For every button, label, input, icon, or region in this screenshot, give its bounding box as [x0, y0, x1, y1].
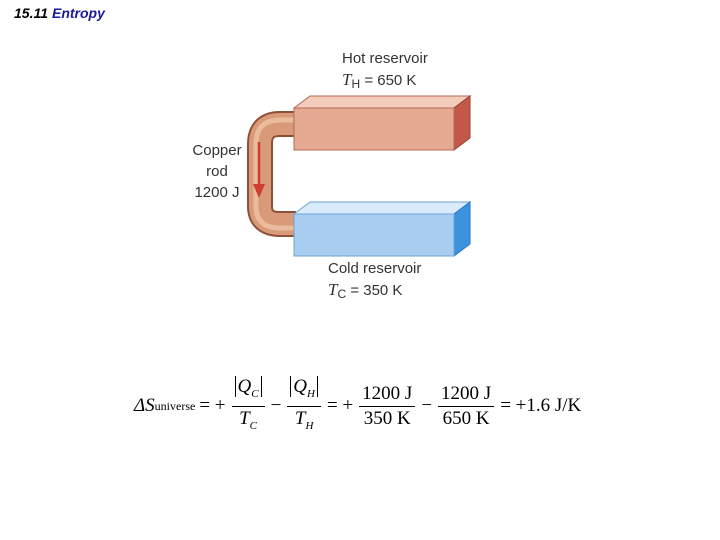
cold-numeric-fraction: 1200 J 350 K: [359, 382, 415, 431]
hot-reservoir-name: Hot reservoir: [342, 48, 428, 69]
hot-temperature: TH = 650 K: [342, 69, 428, 95]
qc-over-tc-fraction: QC TC: [232, 375, 265, 438]
hot-reservoir: [294, 96, 470, 150]
hot-numeric-fraction: 1200 J 650 K: [438, 382, 494, 431]
cold-reservoir-name: Cold reservoir: [328, 258, 421, 279]
copper-rod-label: Copper rod 1200 J: [192, 140, 242, 203]
hot-reservoir-label: Hot reservoir TH = 650 K: [342, 48, 428, 95]
qh-over-th-fraction: QH TH: [287, 375, 321, 438]
cold-temperature: TC = 350 K: [328, 279, 421, 305]
copper-rod: [256, 120, 296, 228]
equation-result: = +1.6 J/K: [500, 395, 581, 417]
cold-reservoir: [294, 202, 470, 256]
cold-reservoir-label: Cold reservoir TC = 350 K: [328, 258, 421, 305]
